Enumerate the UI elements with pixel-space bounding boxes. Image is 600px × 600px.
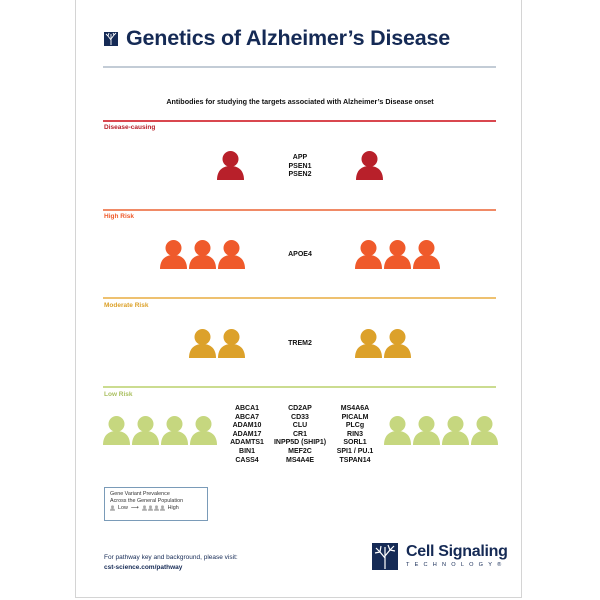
gene-label: APOE4 (288, 251, 312, 258)
gene-list-moderate-risk: TREM2 (270, 340, 330, 349)
divider-disease-causing (103, 120, 496, 122)
gene-label: SORL1 (343, 439, 367, 447)
divider-high-risk (103, 209, 496, 211)
gene-label: PSEN1 (288, 162, 312, 170)
gene-label: CD2AP (288, 405, 312, 412)
gene-label: BIN1 (239, 447, 255, 455)
brand-name: Cell Signaling (406, 543, 508, 560)
arrow-right-icon: ⟶ (130, 505, 139, 511)
gene-label: PICALM (341, 413, 369, 421)
gene-label: ABCA1 (234, 405, 260, 412)
gene-label: CLU (292, 422, 308, 430)
person-icon (413, 416, 440, 445)
person-icon (442, 416, 469, 445)
gene-label: TREM2 (288, 340, 312, 347)
gene-label: MS4A4E (285, 456, 314, 464)
gene-label: INPP5D (SHIP1) (273, 439, 327, 447)
footer-line1: For pathway key and background, please v… (104, 554, 238, 561)
page-title: Genetics of Alzheimer’s Disease (126, 26, 451, 50)
gene-list-low-risk-col3: MS4A6A PICALM PLCg RIN3 SORL1 SPI1 / PU.… (328, 405, 382, 465)
gene-label: ADAM17 (232, 430, 262, 438)
person-icon (147, 505, 153, 512)
gene-label: RIN3 (347, 430, 363, 438)
section-label-moderate-risk: Moderate Risk (104, 302, 149, 309)
section-label-low-risk: Low Risk (104, 391, 133, 398)
gene-label: ADAMTS1 (230, 439, 264, 447)
person-icon (189, 240, 216, 269)
header: Genetics of Alzheimer’s Disease (104, 26, 450, 51)
person-icon (153, 505, 159, 512)
person-icon (159, 505, 165, 512)
legend-scale: Low ⟶ High (110, 505, 202, 512)
person-icon (384, 416, 411, 445)
gene-label: CR1 (292, 430, 307, 438)
gene-list-high-risk: APOE4 (270, 251, 330, 260)
gene-list-low-risk-col2: CD2AP CD33 CLU CR1 INPP5D (SHIP1) MEF2C … (270, 405, 330, 465)
person-icon (384, 329, 411, 358)
person-icon (218, 240, 245, 269)
person-icon (413, 240, 440, 269)
brand-subtitle: TECHNOLOGY® (406, 562, 507, 568)
person-icon (355, 329, 382, 358)
person-icon (160, 240, 187, 269)
brand-logo: Cell Signaling TECHNOLOGY® (372, 543, 508, 570)
legend-title-line1: Gene Variant Prevalence (110, 491, 170, 497)
gene-list-disease-causing: APP PSEN1 PSEN2 (270, 154, 330, 180)
legend-low-label: Low (118, 505, 128, 511)
gene-label: TSPAN14 (339, 456, 371, 464)
gene-label: ADAM10 (232, 422, 262, 430)
person-icon (161, 416, 188, 445)
cst-logo-icon (104, 31, 118, 46)
person-icon (110, 505, 115, 512)
gene-label: PSEN2 (288, 171, 312, 179)
gene-label: CD33 (291, 413, 309, 421)
legend-title-line2: Across the General Population (110, 497, 184, 504)
gene-label: SPI1 / PU.1 (336, 447, 374, 455)
divider-low-risk (103, 386, 496, 388)
person-icon (384, 240, 411, 269)
person-icon (218, 329, 245, 358)
person-icon (217, 151, 244, 180)
gene-label: MEF2C (288, 447, 312, 455)
person-icon (103, 416, 130, 445)
gene-label: MS4A6A (340, 405, 370, 412)
prevalence-legend: Gene Variant Prevalence Across the Gener… (104, 487, 208, 521)
pathway-link[interactable]: cst-science.com/pathway (104, 563, 183, 571)
person-icon (355, 240, 382, 269)
cst-tree-icon (372, 543, 398, 570)
gene-label: APP (292, 154, 308, 161)
gene-list-low-risk-col1: ABCA1 ABCA7 ADAM10 ADAM17 ADAMTS1 BIN1 C… (222, 405, 272, 465)
gene-label: PLCg (345, 422, 365, 430)
legend-high-label: High (167, 505, 179, 511)
gene-label: ABCA7 (234, 413, 260, 421)
person-icon (189, 329, 216, 358)
section-label-high-risk: High Risk (104, 213, 134, 220)
person-icon (356, 151, 383, 180)
person-icon (471, 416, 498, 445)
section-label-disease-causing: Disease-causing (104, 124, 156, 131)
footer-note: For pathway key and background, please v… (104, 553, 238, 572)
legend-people-group (141, 505, 165, 512)
divider-moderate-risk (103, 297, 496, 299)
page-subtitle: Antibodies for studying the targets asso… (166, 97, 434, 106)
person-icon (141, 505, 147, 512)
document-page (75, 0, 522, 598)
person-icon (132, 416, 159, 445)
title-divider (103, 66, 496, 68)
person-icon (190, 416, 217, 445)
gene-label: CASS4 (235, 456, 259, 464)
